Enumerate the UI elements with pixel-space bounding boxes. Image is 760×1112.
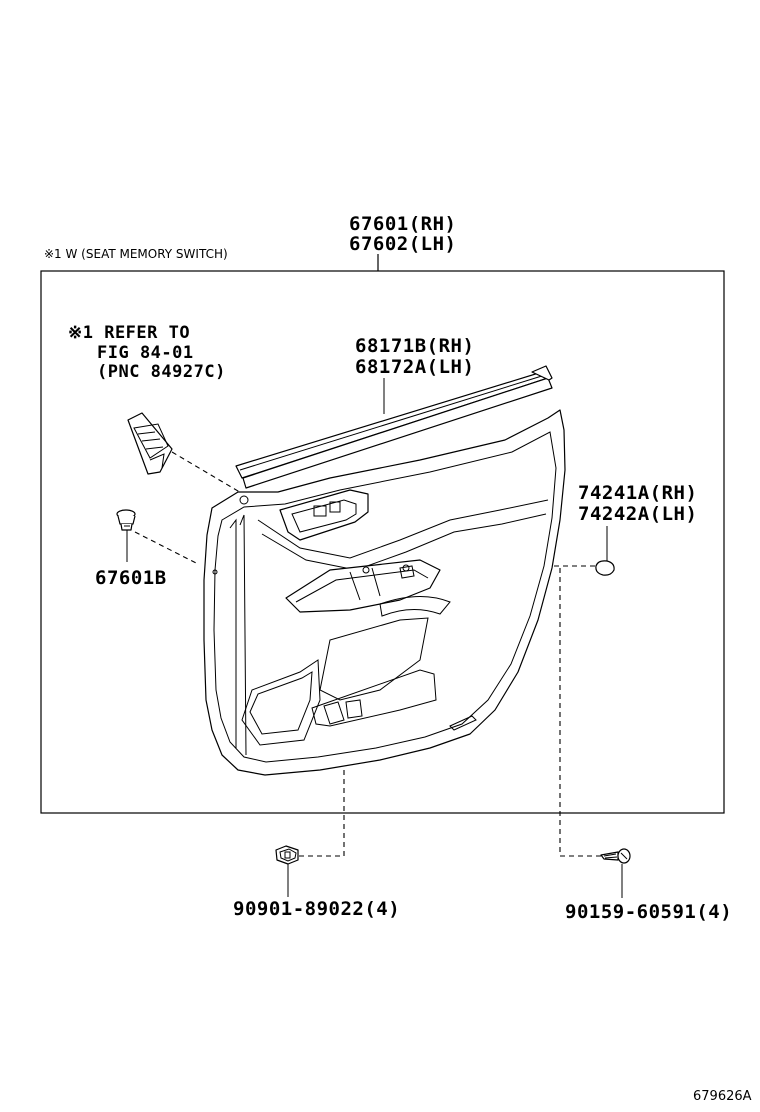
clip-dashed-line [134,531,199,565]
weatherstrip-lh-label: 68172A(LH) [355,356,474,378]
refer-line-1: ※1 REFER TO [68,323,190,343]
clip-label: 67601B [95,567,167,589]
weatherstrip-part [235,365,553,489]
refer-line-2: FIG 84-01 [97,343,194,363]
door-panel-rh-label: 67601(RH) [349,213,456,235]
door-trim-panel [203,409,566,776]
retainer-label: 90901-89022(4) [233,898,400,920]
refer-line-3: (PNC 84927C) [97,362,226,382]
plug-part [595,560,615,576]
screw-label: 90159-60591(4) [565,901,732,923]
door-panel-lh-label: 67602(LH) [349,233,456,255]
seat-memory-switch [127,412,173,475]
retainer-part [275,845,299,865]
weatherstrip-label: 68171B(RH) 68172A(LH) [355,335,474,378]
clip-part [116,509,136,531]
screw-part [600,848,631,864]
plug-rh-label: 74241A(RH) [578,482,697,504]
plug-label: 74241A(RH) 74242A(LH) [578,482,697,525]
assembly-frame [40,270,725,814]
screw-dashed-line [559,568,604,857]
refer-to-label: ※1 REFER TO FIG 84-01 (PNC 84927C) [68,323,226,382]
weatherstrip-rh-label: 68171B(RH) [355,335,474,357]
plug-lh-label: 74242A(LH) [578,503,697,525]
door-panel-label: 67601(RH) 67602(LH) [349,213,456,255]
figure-code: 679626A [693,1089,752,1104]
seat-memory-switch-note: ※1 W (SEAT MEMORY SWITCH) [44,247,228,261]
